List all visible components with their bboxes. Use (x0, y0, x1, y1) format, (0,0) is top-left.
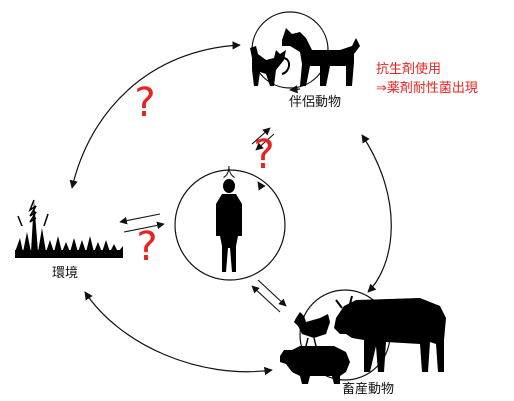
note-line-1: 抗生剤使用 (376, 61, 441, 77)
question-mark-companion-environment: ? (134, 80, 155, 126)
chicken-icon (294, 312, 330, 347)
node-label-livestock: 畜産動物 (342, 381, 394, 397)
dog-icon (282, 28, 360, 86)
node-label-human: 人 (222, 166, 235, 181)
question-mark-human-companion: ? (253, 132, 274, 178)
question-mark-human-environment: ? (136, 224, 157, 270)
node-label-environment: 環境 (52, 266, 78, 281)
grass-icon (15, 199, 123, 258)
node-label-companion: 伴侶動物 (289, 95, 341, 110)
person-icon (216, 179, 242, 272)
arrow-companion-to-environment (69, 41, 241, 189)
arrow-environment-to-livestock (84, 291, 273, 376)
arrow-pair-human-livestock (251, 279, 287, 313)
pig-icon (280, 346, 350, 384)
note-line-2: ⇒薬剤耐性菌出現 (376, 80, 478, 96)
cat-icon (250, 46, 290, 86)
cow-icon (334, 295, 446, 372)
arrow-pair-human-companion (251, 127, 275, 151)
arrow-pair-human-environment (119, 213, 165, 233)
arrow-companion-to-livestock (361, 134, 392, 293)
